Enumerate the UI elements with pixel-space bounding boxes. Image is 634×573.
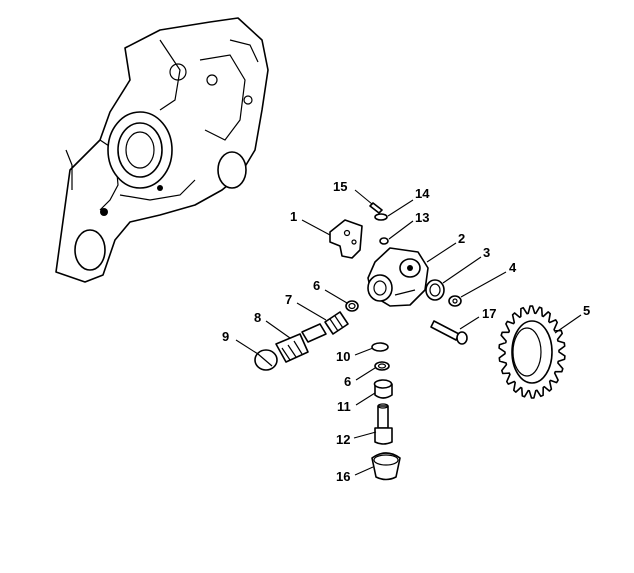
callout-5: 5 [583, 303, 590, 318]
leader-15 [354, 189, 373, 205]
leader-17 [459, 316, 480, 330]
part-6-o-ring-lower [374, 361, 390, 371]
leader-6b [355, 367, 376, 381]
leader-11 [355, 392, 376, 406]
leader-10 [354, 347, 374, 356]
callout-3: 3 [483, 245, 490, 260]
callout-labels: 15 14 13 1 2 3 4 5 6 7 8 9 10 6 11 12 16… [222, 179, 590, 484]
part-13-o-ring [379, 237, 389, 245]
part-17-screw [430, 320, 468, 345]
callout-8: 8 [254, 310, 261, 325]
leader-12 [353, 431, 377, 439]
leader-lines [235, 189, 582, 476]
leader-9 [235, 339, 259, 355]
callout-15: 15 [333, 179, 347, 194]
leader-13 [388, 220, 414, 240]
leader-1 [301, 219, 331, 236]
part-4-washer [448, 295, 462, 307]
part-8-adjusting-screw [275, 323, 327, 363]
crankcase-housing [55, 17, 269, 283]
part-3-seal-ring [425, 279, 445, 301]
leader-6a [324, 289, 348, 304]
callout-4: 4 [509, 260, 517, 275]
part-12-plunger [374, 403, 393, 445]
part-6-o-ring-upper [345, 300, 359, 312]
part-16-cup [371, 452, 401, 481]
leader-5 [554, 314, 582, 334]
leader-14 [387, 199, 414, 217]
part-5-worm-gear [498, 305, 566, 399]
part-10-o-ring [371, 342, 389, 352]
leader-2 [426, 242, 457, 263]
leader-16 [354, 466, 374, 476]
part-9-plug-cap [254, 349, 278, 371]
part-2-oil-pump-housing [367, 247, 429, 307]
callout-17: 17 [482, 306, 496, 321]
leader-8 [265, 320, 291, 339]
part-7-spring [324, 311, 349, 335]
callout-11: 11 [337, 399, 351, 414]
leader-3 [442, 256, 482, 284]
callout-14: 14 [415, 186, 430, 201]
part-11-bushing [373, 379, 393, 399]
callout-16: 16 [336, 469, 350, 484]
callout-6-lower: 6 [344, 374, 351, 389]
callout-7: 7 [285, 292, 292, 307]
part-1-bracket-plate [329, 219, 363, 259]
part-15-pin [369, 202, 383, 214]
callout-10: 10 [336, 349, 350, 364]
callout-1: 1 [290, 209, 297, 224]
leader-7 [296, 302, 327, 321]
callout-13: 13 [415, 210, 429, 225]
callout-6-upper: 6 [313, 278, 320, 293]
callout-12: 12 [336, 432, 350, 447]
part-14-washer [374, 213, 388, 221]
callout-9: 9 [222, 329, 229, 344]
leader-4 [460, 271, 507, 298]
callout-2: 2 [458, 231, 465, 246]
